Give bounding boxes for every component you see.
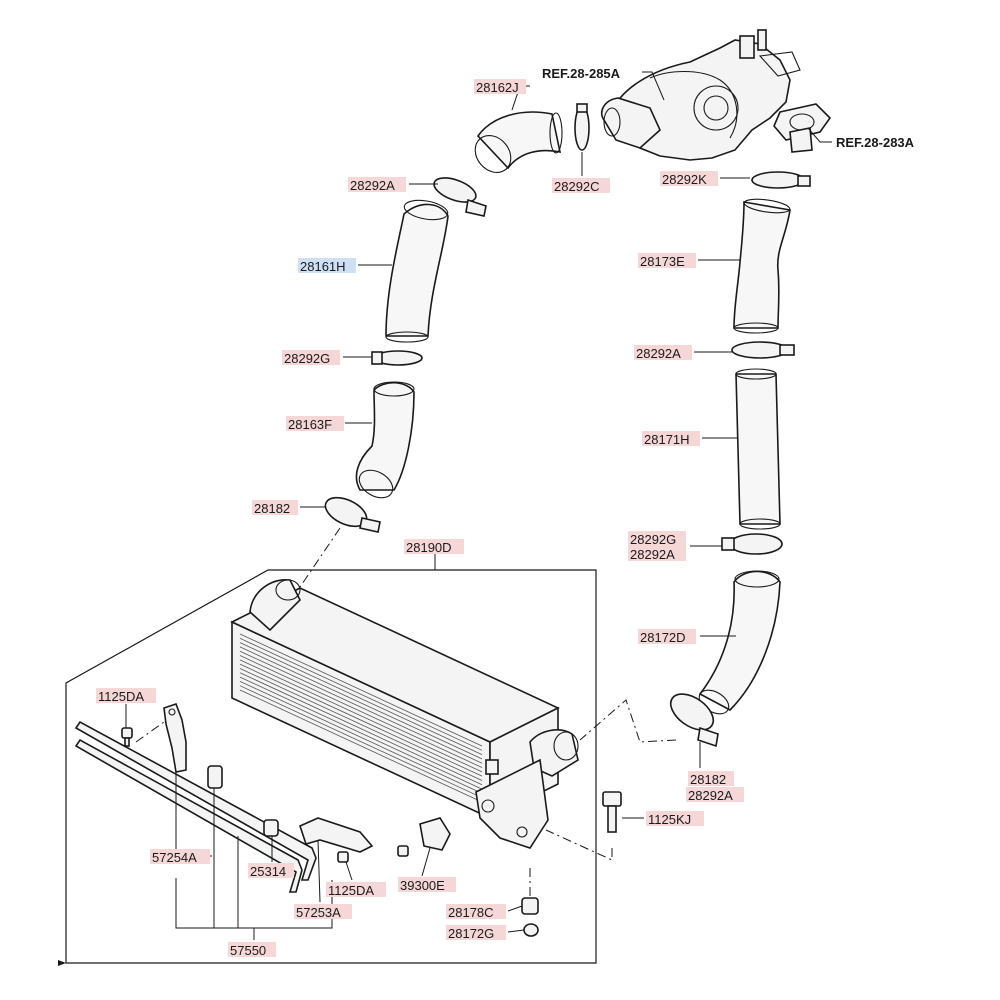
label-39300E: 39300E <box>400 878 445 893</box>
radiator-fin <box>239 642 483 755</box>
hose-28162J <box>474 111 563 174</box>
corner-arrow-icon <box>58 960 66 966</box>
clamp-28182-right <box>669 693 719 748</box>
label-1125DA-bottom: 1125DA <box>328 883 374 898</box>
radiator-fin <box>239 655 483 768</box>
radiator-fin <box>239 689 483 803</box>
radiator-fin <box>239 637 483 751</box>
label-28292A-top: 28292A <box>350 178 395 193</box>
radiator-fin <box>239 676 483 790</box>
callout-labels: REF.28-285A REF.28-283A 28162J 28292C 28… <box>96 66 915 958</box>
dash-line-right <box>579 699 677 743</box>
pipe-28171H <box>735 368 781 530</box>
radiator-fin <box>239 663 483 777</box>
label-28292A-right: 28292A <box>630 547 675 562</box>
bracket-57253A <box>299 817 374 853</box>
screw-1125DA-bottom <box>337 851 349 863</box>
clamp-28292A-top <box>433 177 487 217</box>
clamp-28292K <box>751 171 811 189</box>
radiator-fin <box>239 668 483 781</box>
label-28172G: 28172G <box>448 926 494 941</box>
intercooler-frame <box>65 569 597 964</box>
label-1125KJ: 1125KJ <box>648 812 691 827</box>
label-28172D: 28172D <box>640 630 686 645</box>
clamp-28292G-28292A-right <box>721 533 783 555</box>
drain-28178C <box>521 897 539 915</box>
label-28190D: 28190D <box>406 540 452 555</box>
label-57550: 57550 <box>230 943 266 958</box>
label-28292A-bottom: 28292A <box>688 788 733 803</box>
label-28292A-mid: 28292A <box>636 346 681 361</box>
radiator-fin <box>239 672 483 786</box>
label-28173E: 28173E <box>640 254 685 269</box>
radiator-fin <box>239 633 483 747</box>
rail-bars-57550 <box>74 720 317 893</box>
sensor-39300E <box>397 817 451 857</box>
hose-28172D <box>698 570 781 715</box>
bushing-25314 <box>263 819 279 837</box>
hose-28163F <box>355 381 415 499</box>
ref-28-283A: REF.28-283A <box>836 135 915 150</box>
label-57254A: 57254A <box>152 850 197 865</box>
label-28292G: 28292G <box>284 351 330 366</box>
label-28171H: 28171H <box>644 432 690 447</box>
clamp-28292C <box>574 103 590 151</box>
dash-line-left <box>297 527 341 591</box>
clamp-28182-left <box>324 496 381 533</box>
label-28182-right: 28182 <box>690 772 726 787</box>
label-28182-left: 28182 <box>254 501 290 516</box>
dash-line-screw <box>135 721 165 743</box>
clamp-28292G <box>371 350 423 366</box>
rubber-mount <box>207 765 223 789</box>
label-25314: 25314 <box>250 864 286 879</box>
leader-lines <box>125 71 832 940</box>
label-28292C: 28292C <box>554 179 600 194</box>
label-28162J: 28162J <box>476 80 519 95</box>
radiator-fin <box>239 646 483 760</box>
label-28161H: 28161H <box>300 259 346 274</box>
screw-1125DA-top <box>121 727 133 747</box>
radiator-fin <box>239 659 483 773</box>
bracket-57254A <box>163 702 187 773</box>
dash-line-bolt <box>545 829 613 861</box>
label-1125DA-top: 1125DA <box>98 689 144 704</box>
radiator-fin <box>239 685 483 799</box>
hose-28173E <box>733 198 791 334</box>
label-28178C: 28178C <box>448 905 494 920</box>
intercooler-28190D <box>230 579 579 849</box>
ref-28-285A: REF.28-285A <box>542 66 621 81</box>
label-28163F: 28163F <box>288 417 332 432</box>
clamp-28292A-mid <box>731 341 795 359</box>
plug-28172G <box>523 923 539 937</box>
radiator-fin <box>239 650 483 764</box>
label-28292G-right: 28292G <box>630 532 676 547</box>
hose-28161H <box>385 199 449 343</box>
label-28292K: 28292K <box>662 172 707 187</box>
turbocharger-illustration <box>600 29 832 161</box>
radiator-fin <box>239 681 483 794</box>
bolt-1125KJ <box>602 791 622 833</box>
label-57253A: 57253A <box>296 905 341 920</box>
